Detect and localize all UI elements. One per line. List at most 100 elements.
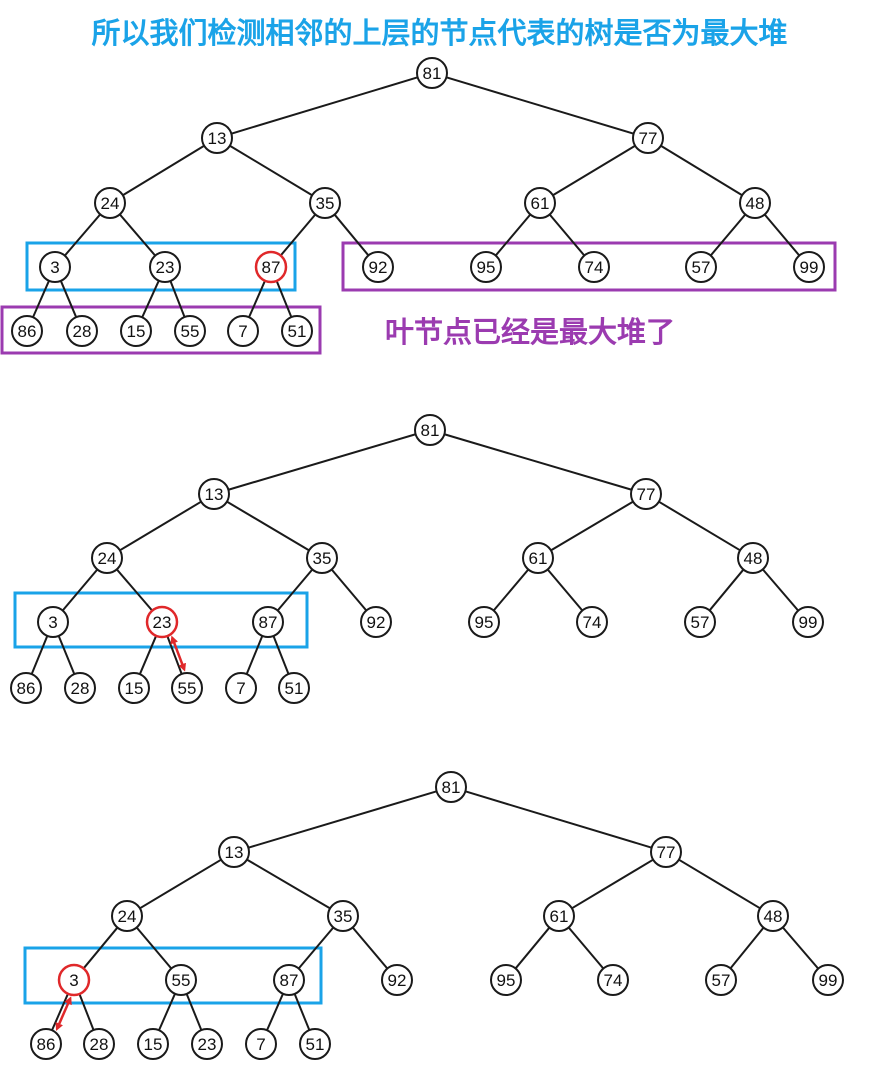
tree-node: 15 [118,672,150,704]
node-circle [468,606,500,638]
tree-edge [333,213,370,257]
blue-frame-tree3-1 [23,946,323,1005]
node-circle [685,251,717,283]
node-label: 23 [156,258,175,277]
node-circle [245,1028,277,1060]
tree-edge [550,500,634,552]
highlighted-node-circle [57,963,91,997]
tree-edge [228,433,416,491]
tree-edge [119,500,202,552]
node-label: 55 [172,971,191,990]
node-label: 86 [17,679,36,698]
node-circle [360,606,392,638]
tree-node: 51 [278,672,310,704]
swap-arrow [170,635,186,672]
node-circle [576,606,608,638]
tree-edge [709,213,747,257]
node-label: 48 [764,907,783,926]
tree-edge [514,926,551,970]
tree-edge [763,213,801,257]
tree-edge [660,144,743,197]
tree-node: 48 [737,542,769,574]
tree-edge [444,433,632,491]
node-label: 15 [127,322,146,341]
node-label: 81 [423,64,442,83]
node-label: 24 [101,194,120,213]
node-circle [812,964,844,996]
node-circle [252,606,284,638]
tree-edge [330,568,368,612]
node-circle [225,672,257,704]
node-circle [705,964,737,996]
tree-edge [78,993,95,1031]
tree-edge [122,144,205,197]
tree-edge [30,635,49,675]
node-circle [578,251,610,283]
node-circle [522,542,554,574]
node-circle [171,672,203,704]
node-circle [273,964,305,996]
node-circle [543,900,575,932]
tree-node: 7 [225,672,257,704]
node-label: 35 [316,194,335,213]
node-label: 74 [585,258,604,277]
tree-node: 74 [597,964,629,996]
node-circle [218,836,250,868]
node-label: 13 [208,129,227,148]
node-label: 86 [18,322,37,341]
node-circle [165,964,197,996]
tree-node: 77 [630,478,662,510]
tree-node: 48 [757,900,789,932]
node-label: 51 [288,322,307,341]
tree-edge [82,926,119,970]
tree-node: 3 [57,963,91,997]
tree-node: 95 [468,606,500,638]
tree-edge [293,993,311,1031]
node-label: 51 [306,1035,325,1054]
node-circle [278,672,310,704]
node-label: 15 [144,1035,163,1054]
node-circle [198,478,230,510]
node-label: 92 [367,613,386,632]
node-circle [793,251,825,283]
node-circle [30,1028,62,1060]
node-circle [792,606,824,638]
highlighted-node-circle [145,605,179,639]
tree-node: 13 [201,122,233,154]
tree-node: 55 [171,672,203,704]
tree-node: 77 [650,836,682,868]
tree-edge [245,635,264,675]
tree-node: 24 [94,187,126,219]
node-label: 28 [90,1035,109,1054]
tree-edge [229,144,313,197]
node-circle [524,187,556,219]
node-circle [111,900,143,932]
tree-edge [116,568,153,612]
node-label: 61 [529,549,548,568]
node-label: 74 [583,613,602,632]
node-circle [327,900,359,932]
blue-frame-tree2-1 [13,591,309,649]
tree-edge [548,213,586,257]
tree-edge [297,926,335,970]
node-label: 95 [475,613,494,632]
node-circle [149,251,181,283]
tree-node: 92 [381,964,413,996]
node-circle [299,1028,331,1060]
node-circle [435,771,467,803]
tree-edge [32,280,50,318]
tree-node: 23 [145,605,179,639]
tree-edge [782,926,819,970]
node-label: 57 [691,613,710,632]
tree-node: 74 [576,606,608,638]
node-label: 23 [198,1035,217,1054]
tree-node: 28 [66,315,98,347]
node-label: 61 [550,907,569,926]
tree-node: 13 [198,478,230,510]
tree-edge [139,858,222,910]
tree-edge [246,858,331,910]
node-circle [120,315,152,347]
tree-edge [169,280,186,318]
